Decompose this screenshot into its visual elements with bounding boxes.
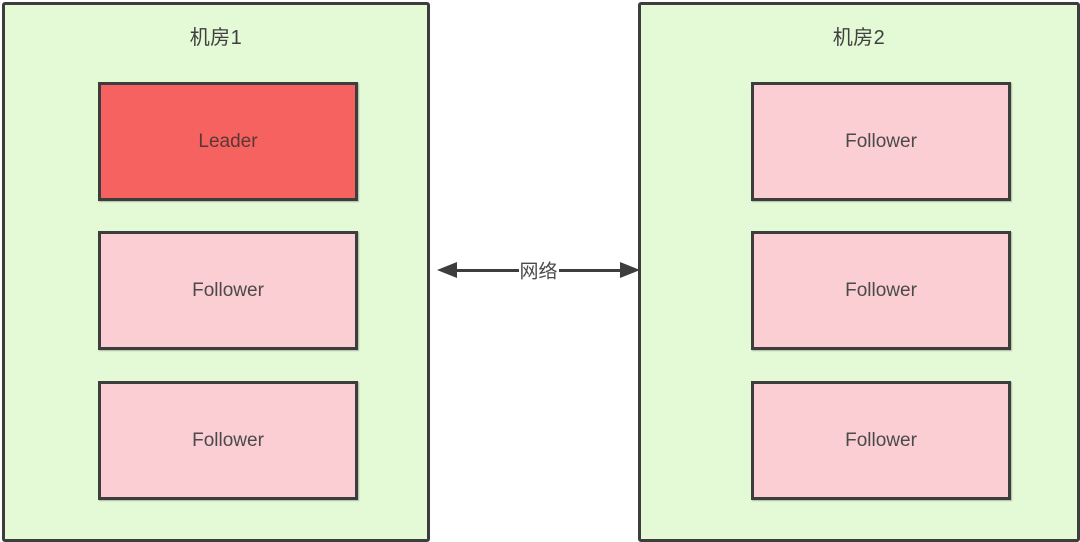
node-follower: Follower	[98, 231, 358, 350]
node-follower: Follower	[751, 82, 1011, 201]
node-follower-label: Follower	[845, 130, 917, 152]
node-follower-label: Follower	[845, 429, 917, 451]
node-follower-label: Follower	[192, 279, 264, 301]
node-follower: Follower	[98, 381, 358, 500]
datacenter-1-title: 机房1	[189, 27, 243, 49]
datacenter-2-title: 机房2	[832, 27, 886, 49]
network-label: 网络	[518, 256, 559, 284]
node-follower: Follower	[751, 231, 1011, 350]
node-leader: Leader	[98, 82, 358, 201]
network-link: 网络	[437, 254, 640, 288]
node-follower: Follower	[751, 381, 1011, 500]
arrowhead-right-icon	[620, 262, 640, 278]
node-follower-label: Follower	[192, 429, 264, 451]
node-follower-label: Follower	[845, 279, 917, 301]
datacenter-1: 机房1 Leader Follower Follower	[2, 2, 430, 542]
datacenter-2: 机房2 Follower Follower Follower	[638, 2, 1080, 542]
arrowhead-left-icon	[437, 262, 457, 278]
node-leader-label: Leader	[198, 130, 258, 152]
